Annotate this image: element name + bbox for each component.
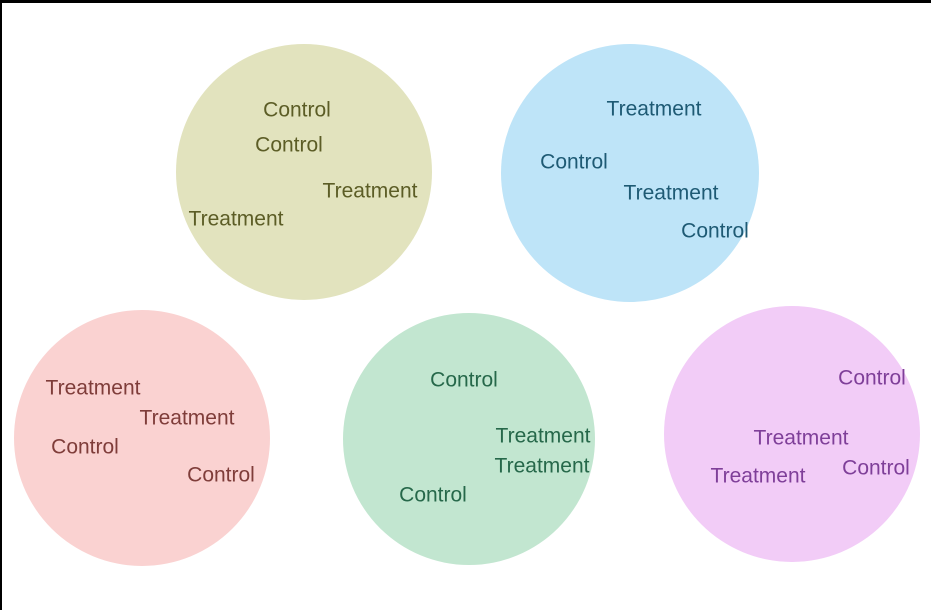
cluster-bottom-left-circle: [14, 310, 270, 566]
cluster-bottom-right-circle: [664, 306, 920, 562]
cluster-bottom-left-point-label: Treatment: [45, 376, 141, 400]
cluster-bottom-middle-point-label: Control: [430, 368, 498, 392]
cluster-bottom-middle-point-label: Treatment: [495, 424, 591, 448]
cluster-bottom-left-point-label: Control: [187, 463, 255, 487]
cluster-top-right-point-label: Treatment: [623, 181, 719, 205]
cluster-top-right-point-label: Treatment: [606, 97, 702, 121]
cluster-bottom-middle-point-label: Control: [399, 483, 467, 507]
cluster-top-left-circle: [176, 44, 432, 300]
cluster-bottom-middle-point-label: Treatment: [494, 454, 590, 478]
cluster-top-right-point-label: Control: [540, 150, 608, 174]
cluster-bottom-right-point-label: Control: [838, 366, 906, 390]
cluster-top-left-point-label: Control: [255, 133, 323, 157]
cluster-bottom-right-point-label: Control: [842, 456, 910, 480]
cluster-top-right-circle: [501, 44, 759, 302]
cluster-top-left-point-label: Treatment: [322, 179, 418, 203]
cluster-bottom-left-point-label: Control: [51, 435, 119, 459]
cluster-top-left-point-label: Control: [263, 98, 331, 122]
cluster-bottom-right-point-label: Treatment: [753, 426, 849, 450]
cluster-top-right-point-label: Control: [681, 219, 749, 243]
cluster-bottom-right-point-label: Treatment: [710, 464, 806, 488]
cluster-bottom-middle-circle: [343, 313, 595, 565]
cluster-bottom-left-point-label: Treatment: [139, 406, 235, 430]
cluster-top-left-point-label: Treatment: [188, 207, 284, 231]
